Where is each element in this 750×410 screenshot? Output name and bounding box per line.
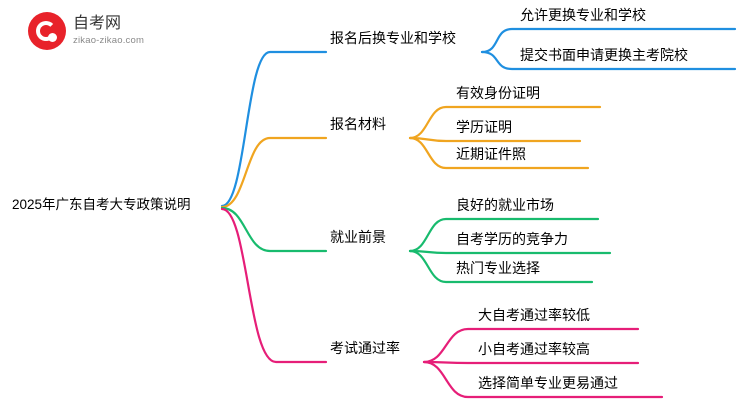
- leaf-label: 提交书面申请更换主考院校: [520, 47, 688, 63]
- logo-brand-name: 自考网: [73, 15, 122, 33]
- logo-text: 自考网 zikao-zikao.com: [73, 16, 144, 46]
- branch-label-pass-rate: 考试通过率: [330, 340, 400, 356]
- leaf-label: 热门专业选择: [456, 260, 540, 276]
- site-logo: 自考网 zikao-zikao.com: [28, 12, 144, 50]
- branch-label-enrollment-change: 报名后换专业和学校: [330, 30, 456, 46]
- leaf-label: 自考学历的竞争力: [456, 231, 568, 247]
- leaf-label: 学历证明: [456, 119, 512, 135]
- leaf-label: 选择简单专业更易通过: [478, 375, 618, 391]
- mindmap-root-label: 2025年广东自考大专政策说明: [12, 197, 191, 212]
- leaf-label: 良好的就业市场: [456, 197, 554, 213]
- logo-domain-text: zikao-zikao.com: [73, 35, 145, 47]
- leaf-label: 允许更换专业和学校: [520, 7, 646, 23]
- leaf-label: 近期证件照: [456, 146, 526, 162]
- leaf-label: 有效身份证明: [456, 85, 540, 101]
- branch-label-registration-materials: 报名材料: [330, 116, 386, 132]
- leaf-label: 大自考通过率较低: [478, 307, 590, 323]
- branch-label-employment-prospects: 就业前景: [330, 229, 386, 245]
- leaf-label: 小自考通过率较高: [478, 341, 590, 357]
- circle-swirl-logo-icon: [28, 12, 66, 50]
